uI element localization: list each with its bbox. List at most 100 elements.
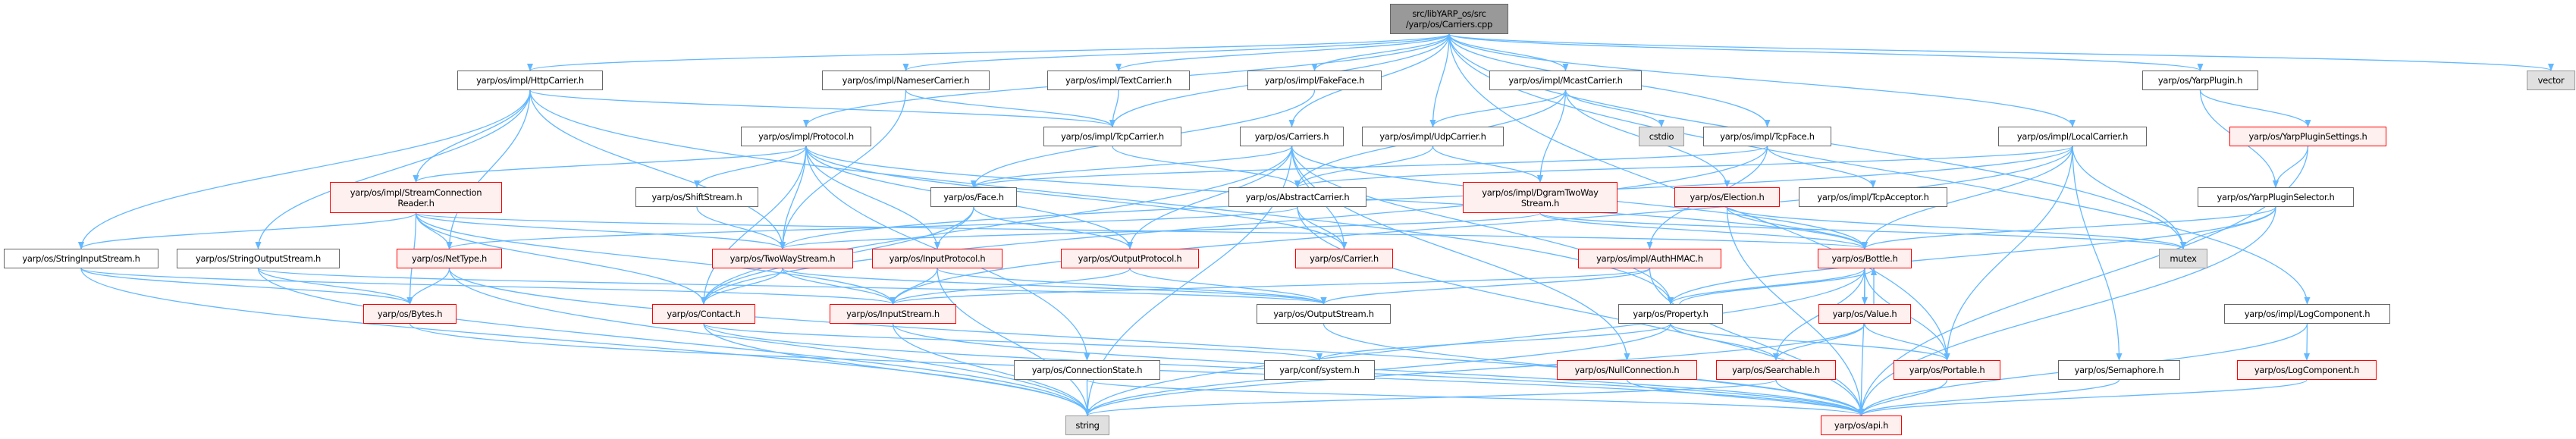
edge-face-to-outproto <box>973 206 1133 249</box>
edge-nettype-to-bytes <box>406 268 450 305</box>
node-bottle[interactable]: yarp/os/Bottle.h <box>1818 249 1912 268</box>
edge-connstate-to-string <box>1084 379 1090 416</box>
edge-nettype-to-string <box>448 268 1090 416</box>
node-sis[interactable]: yarp/os/StringInputStream.h <box>4 249 158 268</box>
edge-ypselector-to-bottle <box>1862 206 2276 249</box>
node-logcomp[interactable]: yarp/os/LogComponent.h <box>2237 360 2377 380</box>
edge-tcpface-to-tcpacc <box>1766 146 1876 188</box>
node-nameser[interactable]: yarp/os/impl/NameserCarrier.h <box>822 71 990 90</box>
node-system[interactable]: yarp/conf/system.h <box>1264 360 1375 380</box>
node-ypsettings[interactable]: yarp/os/YarpPluginSettings.h <box>2229 127 2386 146</box>
node-election[interactable]: yarp/os/Election.h <box>1674 187 1780 207</box>
edge-nameser-to-tcpcarrier <box>905 89 1115 127</box>
edge-protocol-to-scr <box>413 146 807 183</box>
edge-http-to-sos <box>255 89 531 249</box>
edge-bottle-to-string <box>1084 268 1865 416</box>
node-root[interactable]: src/libYARP_os/src /yarp/os/Carriers.cpp <box>1390 4 1508 34</box>
node-nettype[interactable]: yarp/os/NetType.h <box>397 249 502 268</box>
edge-shift-to-twoway <box>696 206 786 249</box>
node-twoway[interactable]: yarp/os/TwoWayStream.h <box>712 249 853 268</box>
node-string[interactable]: string <box>1065 415 1109 435</box>
node-sos[interactable]: yarp/os/StringOutputStream.h <box>177 249 340 268</box>
node-contact[interactable]: yarp/os/Contact.h <box>652 304 755 324</box>
node-api[interactable]: yarp/os/api.h <box>1821 415 1902 435</box>
edge-value-to-searchable <box>1773 323 1865 361</box>
edge-scr-to-contact <box>415 212 707 305</box>
node-carrier[interactable]: yarp/os/Carrier.h <box>1295 249 1393 268</box>
node-bytes[interactable]: yarp/os/Bytes.h <box>363 304 457 324</box>
node-fake[interactable]: yarp/os/impl/FakeFace.h <box>1247 71 1382 90</box>
node-instream[interactable]: yarp/os/InputStream.h <box>830 304 956 324</box>
node-tcpcarrier[interactable]: yarp/os/impl/TcpCarrier.h <box>1043 127 1181 146</box>
node-property[interactable]: yarp/os/Property.h <box>1618 304 1723 324</box>
edge-protocol-to-twoway <box>780 146 807 249</box>
node-mutex[interactable]: mutex <box>2159 249 2207 268</box>
node-searchable[interactable]: yarp/os/Searchable.h <box>1716 360 1836 380</box>
edge-root-to-mcast <box>1448 33 1569 71</box>
node-implog[interactable]: yarp/os/impl/LogComponent.h <box>2224 304 2390 324</box>
edge-implog-to-logcomp <box>2304 323 2311 361</box>
edge-udp-to-dgram <box>1432 146 1543 183</box>
edge-outproto-to-instream <box>890 268 1131 305</box>
node-carriers[interactable]: yarp/os/Carriers.h <box>1240 127 1344 146</box>
edge-portable-to-api <box>1858 379 1948 416</box>
edge-ypselector-to-property <box>1668 206 2276 305</box>
edge-inproto-to-outstream <box>937 268 1327 305</box>
edge-tcpcarrier-to-abstract <box>1112 146 1301 188</box>
edge-dgram-to-bottle <box>1539 212 1868 249</box>
node-outproto[interactable]: yarp/os/OutputProtocol.h <box>1061 249 1199 268</box>
node-ypselector[interactable]: yarp/os/YarpPluginSelector.h <box>2198 187 2354 207</box>
edge-twoway-to-outstream <box>782 268 1327 305</box>
edge-bottle-to-api <box>1858 268 1865 416</box>
node-vector[interactable]: vector <box>2527 71 2575 90</box>
edge-local-to-semaphore <box>2072 146 2123 361</box>
node-tcpacc[interactable]: yarp/os/impl/TcpAcceptor.h <box>1799 187 1947 207</box>
node-text[interactable]: yarp/os/impl/TextCarrier.h <box>1047 71 1190 90</box>
node-auth[interactable]: yarp/os/impl/AuthHMAC.h <box>1578 249 1721 268</box>
node-semaphore[interactable]: yarp/os/Semaphore.h <box>2058 360 2180 380</box>
edge-property-to-system <box>1316 323 1671 361</box>
edge-contact-to-system <box>703 323 1323 361</box>
edge-abstract-to-nettype <box>446 206 1298 249</box>
edge-scr-to-twoway <box>415 212 786 249</box>
node-value[interactable]: yarp/os/Value.h <box>1818 304 1911 324</box>
node-dgram[interactable]: yarp/os/impl/DgramTwoWay Stream.h <box>1463 182 1617 213</box>
node-connstate[interactable]: yarp/os/ConnectionState.h <box>1014 360 1160 380</box>
edge-twoway-to-contact <box>701 268 783 305</box>
edge-auth-to-outstream <box>1320 268 1651 305</box>
edge-root-to-fake <box>1311 33 1450 71</box>
edge-nullconn-to-api <box>1626 379 1865 416</box>
node-udp[interactable]: yarp/os/impl/UdpCarrier.h <box>1362 127 1504 146</box>
node-tcpface[interactable]: yarp/os/impl/TcpFace.h <box>1703 127 1831 146</box>
edge-root-to-udp <box>1429 33 1450 127</box>
node-scr[interactable]: yarp/os/impl/StreamConnection Reader.h <box>330 182 502 213</box>
node-outstream[interactable]: yarp/os/OutputStream.h <box>1257 304 1391 324</box>
edge-twoway-to-instream <box>782 268 896 305</box>
node-protocol[interactable]: yarp/os/impl/Protocol.h <box>741 127 871 146</box>
node-shift[interactable]: yarp/os/ShiftStream.h <box>635 187 758 207</box>
node-inproto[interactable]: yarp/os/InputProtocol.h <box>872 249 1002 268</box>
edge-connstate-to-api <box>1086 379 1865 416</box>
node-http[interactable]: yarp/os/impl/HttpCarrier.h <box>457 71 603 90</box>
node-nullconn[interactable]: yarp/os/NullConnection.h <box>1557 360 1697 380</box>
node-portable[interactable]: yarp/os/Portable.h <box>1894 360 2000 380</box>
edge-root-to-vector <box>1448 33 2554 71</box>
edge-value-to-string <box>1084 323 1865 416</box>
edge-bottle-to-property <box>1668 268 1865 305</box>
edge-election-to-api <box>1726 206 1865 416</box>
node-yplugin[interactable]: yarp/os/YarpPlugin.h <box>2142 71 2258 90</box>
node-local[interactable]: yarp/os/impl/LocalCarrier.h <box>1998 127 2147 146</box>
node-abstract[interactable]: yarp/os/AbstractCarrier.h <box>1228 187 1366 207</box>
edge-property-to-string <box>1084 323 1671 416</box>
edge-http-to-nettype <box>446 89 531 249</box>
edge-nameser-to-twoway <box>780 89 907 249</box>
node-cstdio[interactable]: cstdio <box>1639 127 1684 146</box>
node-mcast[interactable]: yarp/os/impl/McastCarrier.h <box>1489 71 1642 90</box>
edge-property-to-searchable <box>1670 323 1779 361</box>
edge-abstract-to-carrier <box>1297 206 1348 249</box>
edge-carriers-to-face <box>971 146 1293 188</box>
node-face[interactable]: yarp/os/Face.h <box>930 187 1017 207</box>
edge-tcpface-to-face <box>971 146 1768 188</box>
